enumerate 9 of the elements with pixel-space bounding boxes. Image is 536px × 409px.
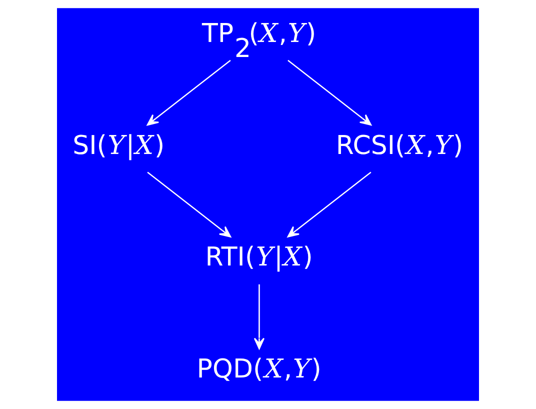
node-text: RCSI(X,Y): [336, 130, 464, 161]
arrow: [288, 60, 372, 126]
arrow: [287, 172, 372, 238]
arrow: [147, 172, 232, 238]
arrow: [254, 284, 265, 350]
node-text: RTI(Y|X): [205, 242, 313, 273]
node-text: SI(Y|X): [72, 130, 165, 161]
node-text: PQD(X,Y): [196, 354, 322, 384]
arrow: [146, 60, 231, 126]
